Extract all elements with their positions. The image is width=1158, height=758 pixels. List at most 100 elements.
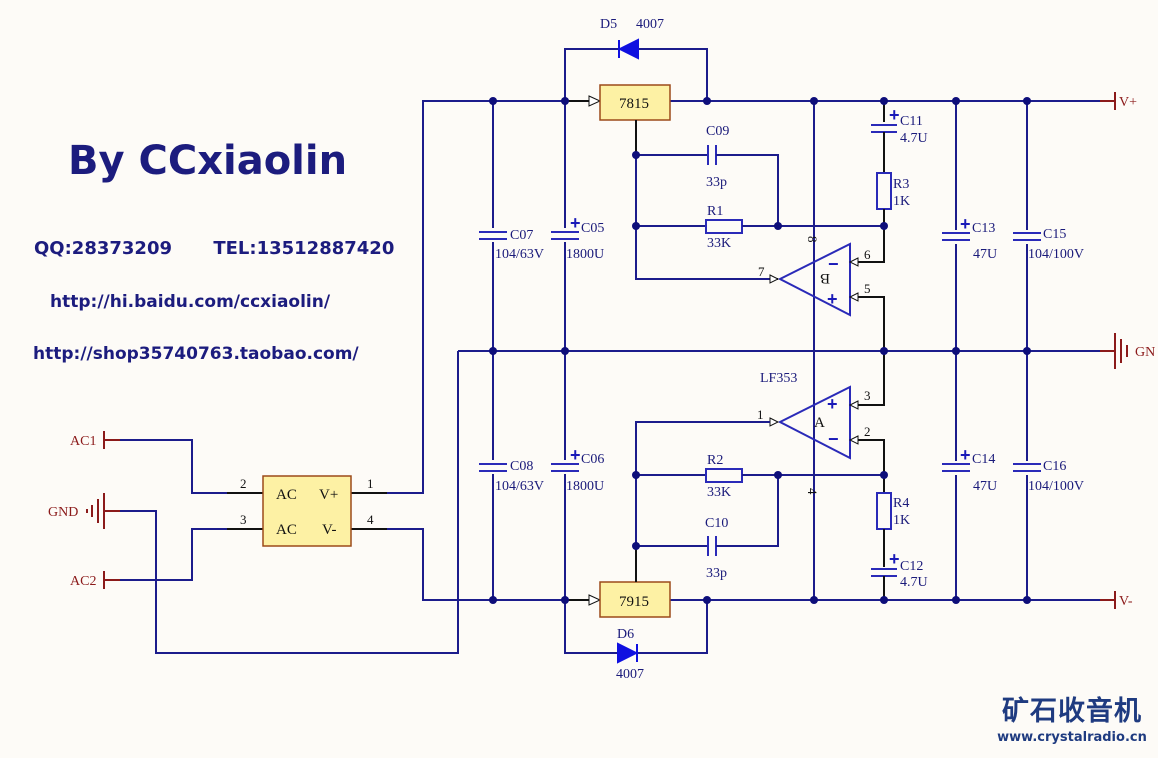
regulator-7915: 7915	[588, 581, 671, 618]
svg-text:104/100V: 104/100V	[1028, 479, 1084, 494]
svg-text:1K: 1K	[893, 194, 910, 209]
svg-text:D5: D5	[600, 17, 617, 32]
svg-text:C11: C11	[900, 114, 923, 129]
capacitor-c06: + C06 1800U	[550, 445, 604, 494]
port-ac1: AC1	[70, 431, 105, 449]
svg-text:4.7U: 4.7U	[900, 575, 928, 590]
svg-text:V+: V+	[319, 487, 338, 503]
svg-text:4: 4	[367, 512, 374, 527]
port-vminus: V-	[1100, 591, 1133, 609]
capacitor-c05: + C05 1800U	[550, 213, 604, 262]
svg-text:4: 4	[805, 488, 820, 495]
svg-text:47U: 47U	[973, 479, 997, 494]
port-vplus: V+	[1100, 92, 1137, 110]
svg-text:V+: V+	[1119, 95, 1137, 110]
svg-text:AC: AC	[276, 487, 297, 503]
svg-text:R3: R3	[893, 177, 909, 192]
svg-text:8: 8	[805, 236, 820, 243]
svg-text:5: 5	[864, 281, 871, 296]
svg-text:7915: 7915	[619, 594, 649, 610]
opamp-b: − + B 6 5 7 8	[758, 236, 871, 317]
svg-text:1K: 1K	[893, 513, 910, 528]
svg-text:47U: 47U	[973, 247, 997, 262]
svg-text:7: 7	[758, 264, 765, 279]
svg-text:AC2: AC2	[70, 574, 96, 589]
logo-url: www.crystalradio.cn	[997, 730, 1147, 745]
svg-text:104/63V: 104/63V	[495, 247, 544, 262]
svg-text:V-: V-	[1119, 594, 1133, 609]
svg-text:33K: 33K	[707, 485, 731, 500]
svg-text:C05: C05	[581, 221, 604, 236]
svg-text:LF353: LF353	[760, 371, 797, 386]
svg-text:C10: C10	[705, 516, 728, 531]
svg-text:A: A	[814, 415, 825, 431]
svg-text:4.7U: 4.7U	[900, 131, 928, 146]
capacitor-c07: C07 104/63V	[478, 228, 544, 262]
svg-text:+: +	[570, 445, 581, 465]
capacitor-c15: C15 104/100V	[1012, 227, 1084, 262]
svg-text:6: 6	[864, 247, 871, 262]
svg-text:C08: C08	[510, 459, 533, 474]
logo-chinese-text: 矿石收音机	[1002, 696, 1142, 727]
svg-text:C06: C06	[581, 452, 604, 467]
svg-text:33p: 33p	[706, 566, 727, 581]
svg-text:−: −	[828, 254, 839, 274]
junction-dots	[489, 97, 1031, 604]
capacitor-c16: C16 104/100V	[1012, 459, 1084, 494]
input-wiring	[104, 100, 565, 654]
svg-text:104/100V: 104/100V	[1028, 247, 1084, 262]
svg-text:R2: R2	[707, 453, 723, 468]
svg-text:1800U: 1800U	[566, 247, 604, 262]
ground-symbol-right: GN	[1100, 333, 1155, 369]
svg-text:33p: 33p	[706, 175, 727, 190]
capacitor-c13: + C13 47U	[941, 214, 997, 262]
regulator-7815: 7815	[588, 84, 671, 121]
svg-text:V-: V-	[322, 522, 336, 538]
svg-text:C07: C07	[510, 228, 533, 243]
svg-text:4007: 4007	[636, 17, 664, 32]
svg-text:+: +	[960, 445, 971, 465]
svg-text:B: B	[820, 270, 830, 286]
blog-url: http://hi.baidu.com/ccxiaolin/	[50, 292, 331, 312]
capacitor-c14: + C14 47U	[941, 445, 997, 494]
svg-text:1: 1	[757, 407, 764, 422]
qq-number: QQ:28373209	[34, 238, 172, 259]
svg-text:C13: C13	[972, 221, 995, 236]
ground-symbol-left: GND	[48, 493, 105, 529]
port-ac2: AC2	[70, 571, 105, 589]
svg-text:4007: 4007	[616, 667, 644, 682]
svg-text:2: 2	[864, 424, 871, 439]
svg-text:+: +	[889, 105, 900, 125]
opamp-a: + − A LF353 3 2 1 4	[757, 351, 885, 495]
svg-text:R1: R1	[707, 204, 723, 219]
svg-text:GND: GND	[48, 505, 78, 520]
svg-text:3: 3	[240, 512, 247, 527]
svg-text:2: 2	[240, 476, 247, 491]
upper-feedback: C09 33p R1 33K + C11 4.7U R3 1K	[635, 101, 928, 351]
svg-text:7815: 7815	[619, 96, 649, 112]
tel-number: TEL:13512887420	[213, 238, 395, 259]
svg-text:104/63V: 104/63V	[495, 479, 544, 494]
svg-text:C14: C14	[972, 452, 995, 467]
svg-text:C12: C12	[900, 559, 923, 574]
svg-text:C16: C16	[1043, 459, 1066, 474]
svg-text:+: +	[960, 214, 971, 234]
svg-text:3: 3	[864, 388, 871, 403]
svg-text:R4: R4	[893, 496, 909, 511]
svg-text:D6: D6	[617, 627, 634, 642]
contact-line: QQ:28373209 TEL:13512887420	[34, 238, 394, 259]
shop-url: http://shop35740763.taobao.com/	[33, 344, 359, 364]
crystalradio-logo: 矿石收音机 www.crystalradio.cn	[990, 696, 1154, 748]
svg-text:GN: GN	[1135, 345, 1155, 360]
svg-text:1800U: 1800U	[566, 479, 604, 494]
svg-text:AC1: AC1	[70, 434, 96, 449]
svg-text:C09: C09	[706, 124, 729, 139]
lower-feedback: C10 33p R2 33K + R4 1K C12 4.7U	[635, 421, 928, 600]
svg-text:+: +	[827, 394, 838, 414]
svg-text:C15: C15	[1043, 227, 1066, 242]
diode-d5: D5 4007	[564, 17, 708, 101]
svg-text:1: 1	[367, 476, 374, 491]
svg-text:33K: 33K	[707, 236, 731, 251]
diode-d6: D6 4007	[564, 600, 708, 682]
